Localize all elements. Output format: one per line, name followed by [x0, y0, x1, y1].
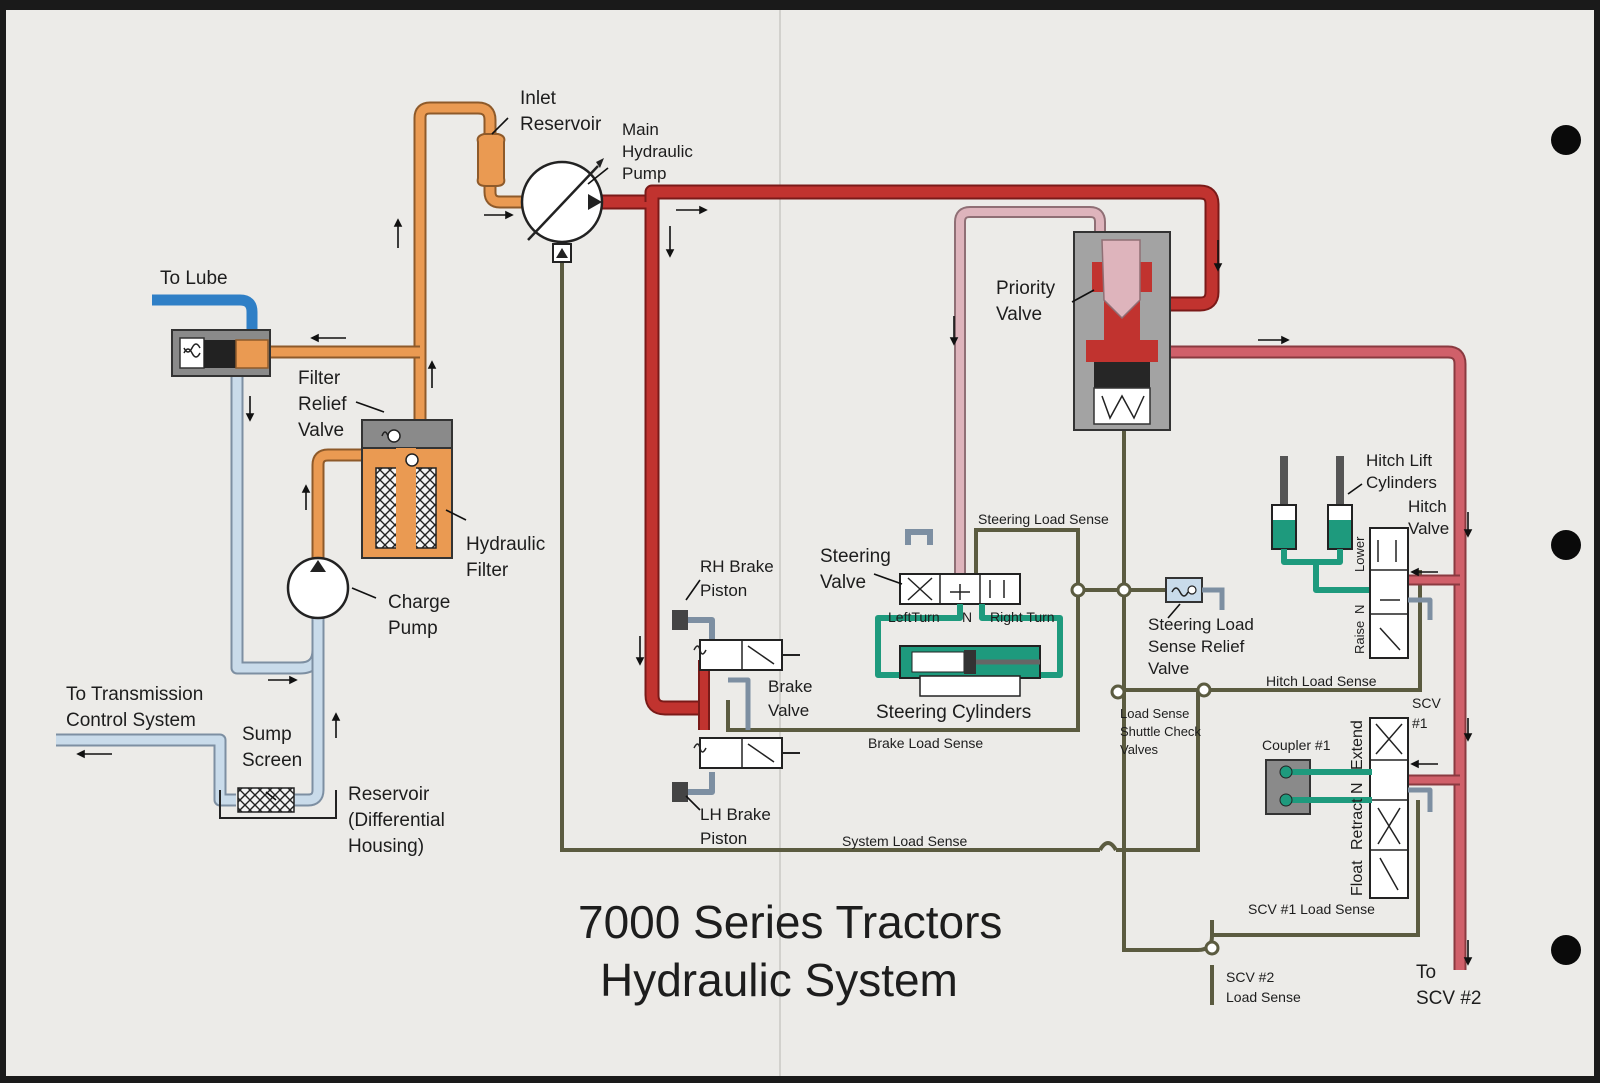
steering-load-sense-relief-valve: [1165, 577, 1225, 610]
label-hitch-cylinders-2: Cylinders: [1366, 473, 1437, 492]
label-right-turn: Right Turn: [990, 609, 1055, 625]
load-sense-junctions: [1070, 582, 1220, 956]
label-scv-n: N: [1349, 782, 1366, 794]
label-scv1-2: #1: [1412, 715, 1428, 731]
label-hitch-cylinders-1: Hitch Lift: [1366, 451, 1432, 470]
flow-arrows: [76, 205, 1473, 966]
label-system-load-sense: System Load Sense: [842, 833, 968, 849]
suction-return-lines: [56, 372, 325, 807]
label-lh-brake-2: Piston: [700, 829, 747, 848]
steering-cylinders: [875, 604, 1063, 697]
label-scv2-load-sense-1: SCV #2: [1226, 969, 1274, 985]
label-steering-relief-3: Valve: [1148, 659, 1189, 678]
label-steering-valve-1: Steering: [820, 546, 891, 567]
label-filter-relief-1: Filter: [298, 368, 341, 389]
label-lh-brake-1: LH Brake: [700, 805, 771, 824]
hitch-valve: [1369, 527, 1433, 659]
charge-circuit-lines: [262, 101, 522, 568]
label-to-transmission-1: To Transmission: [66, 684, 203, 705]
label-hitch-n: N: [1352, 605, 1367, 614]
inlet-reservoir: [476, 133, 506, 187]
binder-hole-middle: [1551, 530, 1581, 560]
main-hydraulic-pump: [520, 158, 604, 263]
label-steering-cylinders: Steering Cylinders: [876, 702, 1031, 723]
label-retract: Retract: [1349, 798, 1366, 850]
label-to-scv2-2: SCV #2: [1416, 988, 1481, 1009]
hitch-lift-cylinders: [1271, 456, 1372, 593]
pump-output-line: [600, 184, 1220, 730]
label-filter-relief-2: Relief: [298, 394, 347, 415]
label-rh-brake-1: RH Brake: [700, 557, 774, 576]
scv1-valve: [1369, 717, 1433, 899]
hydraulic-filter: [361, 419, 453, 559]
label-hydraulic-filter-2: Filter: [466, 560, 509, 581]
binder-hole-bottom: [1551, 935, 1581, 965]
lube-relief-valve: [171, 329, 271, 377]
label-steering-relief-1: Steering Load: [1148, 615, 1254, 634]
label-reservoir-1: Reservoir: [348, 784, 430, 805]
label-steering-load-sense: Steering Load Sense: [978, 511, 1109, 527]
label-hitch-valve-2: Valve: [1408, 519, 1449, 538]
label-scv1-load-sense: SCV #1 Load Sense: [1248, 901, 1375, 917]
label-brake-load-sense: Brake Load Sense: [868, 735, 983, 751]
label-main-pump-2: Hydraulic: [622, 142, 693, 161]
label-hydraulic-filter-1: Hydraulic: [466, 534, 545, 555]
label-brake-valve-2: Valve: [768, 701, 809, 720]
label-main-pump-3: Pump: [622, 164, 666, 183]
label-neutral: N: [962, 609, 972, 625]
label-float: Float: [1349, 860, 1366, 896]
label-reservoir-2: (Differential: [348, 810, 445, 831]
label-steering-relief-2: Sense Relief: [1148, 637, 1245, 656]
label-inlet-reservoir-1: Inlet: [520, 88, 557, 109]
label-priority-valve-1: Priority: [996, 278, 1056, 299]
label-rh-brake-2: Piston: [700, 581, 747, 600]
label-priority-valve-2: Valve: [996, 304, 1042, 325]
charge-pump: [286, 556, 350, 620]
to-lube-line: [152, 294, 258, 342]
label-shuttle-1: Load Sense: [1120, 706, 1189, 721]
label-extend: Extend: [1349, 720, 1366, 770]
label-hitch-load-sense: Hitch Load Sense: [1266, 673, 1377, 689]
label-charge-pump-1: Charge: [388, 592, 450, 613]
priority-valve: [1073, 231, 1171, 431]
label-to-scv2-1: To: [1416, 962, 1436, 983]
label-left-turn: LeftTurn: [888, 609, 940, 625]
load-sense-lines: [560, 262, 1422, 1005]
label-charge-pump-2: Pump: [388, 618, 438, 639]
coupler-1: [1265, 759, 1372, 815]
title-line-2: Hydraulic System: [600, 954, 958, 1006]
steering-feed-line: [954, 206, 1106, 578]
label-reservoir-3: Housing): [348, 836, 424, 857]
leader-lines: [265, 117, 1363, 811]
label-brake-valve-1: Brake: [768, 677, 812, 696]
label-to-transmission-2: Control System: [66, 710, 196, 731]
label-coupler1: Coupler #1: [1262, 737, 1331, 753]
steering-valve: [899, 529, 1021, 605]
label-scv1-1: SCV: [1412, 695, 1441, 711]
label-shuttle-2: Shuttle Check: [1120, 724, 1201, 739]
binder-hole-top: [1551, 125, 1581, 155]
label-inlet-reservoir-2: Reservoir: [520, 114, 602, 135]
label-to-lube: To Lube: [160, 268, 228, 289]
brake-valves: [672, 610, 800, 802]
label-filter-relief-3: Valve: [298, 420, 344, 441]
label-shuttle-3: Valves: [1120, 742, 1159, 757]
label-steering-valve-2: Valve: [820, 572, 866, 593]
label-hitch-valve-1: Hitch: [1408, 497, 1447, 516]
label-scv2-load-sense-2: Load Sense: [1226, 989, 1301, 1005]
label-sump-screen-1: Sump: [242, 724, 292, 745]
title-line-1: 7000 Series Tractors: [578, 896, 1002, 948]
label-sump-screen-2: Screen: [242, 750, 302, 771]
label-raise: Raise: [1352, 621, 1367, 654]
label-main-pump-1: Main: [622, 120, 659, 139]
label-lower: Lower: [1352, 536, 1367, 572]
